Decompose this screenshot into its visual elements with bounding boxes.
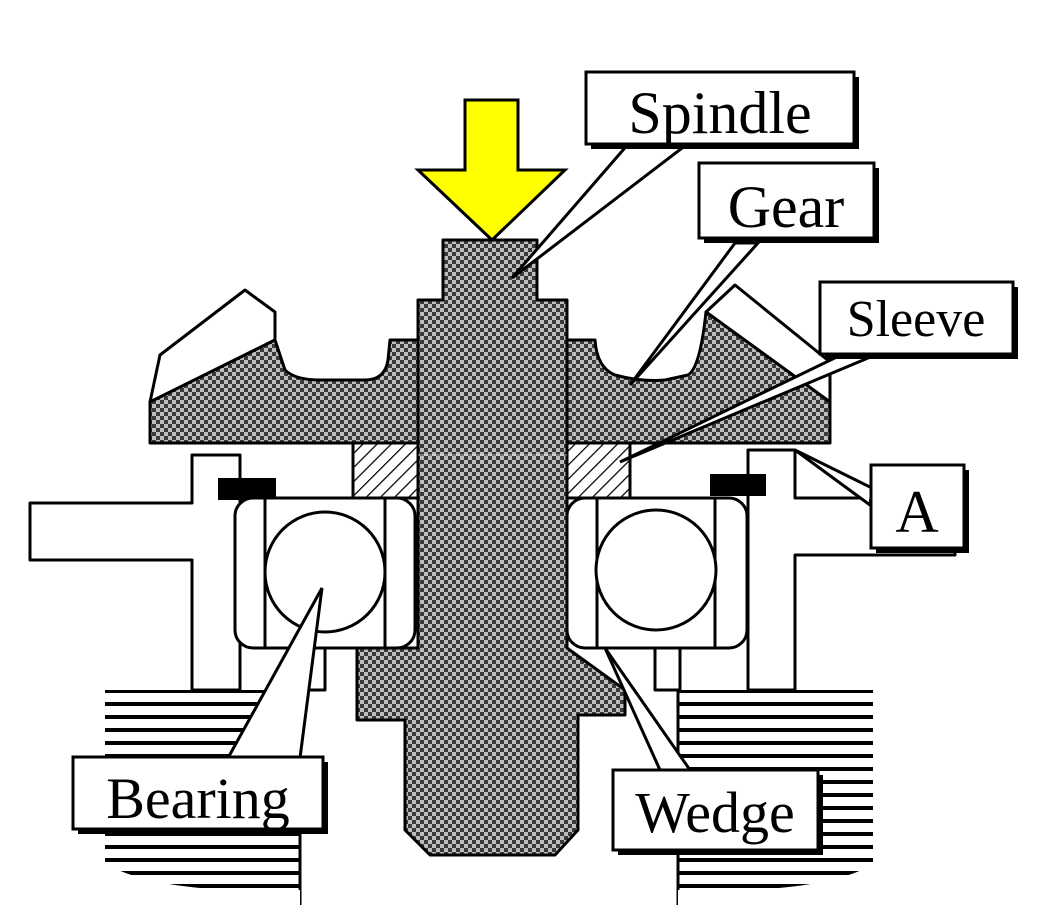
label-spindle-text: Spindle [628, 80, 811, 146]
label-wedge-text: Wedge [635, 780, 795, 845]
label-sleeve-text: Sleeve [847, 291, 986, 348]
label-spindle: Spindle [584, 70, 859, 149]
sleeve-left [351, 441, 420, 500]
label-gear-text: Gear [728, 174, 845, 240]
label-sleeve: Sleeve [818, 280, 1018, 359]
housing-left [28, 453, 242, 692]
seal-left [218, 478, 276, 500]
label-bearing: Bearing [71, 755, 328, 834]
down-arrow-icon [414, 98, 569, 243]
label-wedge: Wedge [611, 768, 823, 855]
seal-right [710, 474, 766, 496]
gear [148, 283, 832, 445]
bearing-left [233, 496, 417, 650]
label-a: A [869, 463, 969, 553]
bearing-right [565, 496, 749, 650]
label-gear: Gear [697, 161, 879, 243]
sleeve-right [565, 441, 632, 500]
spindle [355, 238, 627, 857]
label-bearing-text: Bearing [106, 766, 290, 831]
leader-spindle [510, 140, 695, 280]
label-a-text: A [895, 479, 938, 545]
